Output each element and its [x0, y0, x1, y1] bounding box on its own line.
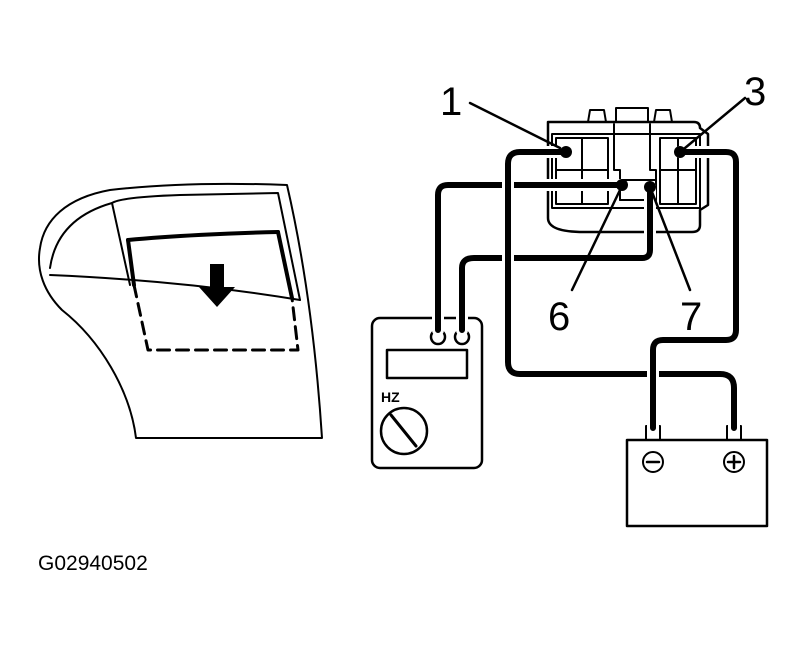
wire-pin1-to-battery-plus	[502, 146, 740, 434]
pin-label-6: 6	[548, 295, 570, 339]
leader-pin-3	[683, 96, 747, 150]
car-rear-door-icon	[38, 182, 323, 439]
terminal-pin-3	[674, 146, 686, 158]
terminal-pin-6	[616, 179, 628, 191]
frequency-meter-icon	[370, 316, 484, 470]
terminal-pin-1	[560, 146, 572, 158]
leader-pin-1	[468, 101, 562, 150]
pin-label-7: 7	[680, 295, 702, 339]
minus-terminal-icon	[642, 451, 664, 473]
battery-icon	[625, 425, 769, 528]
meter-mode-label: HZ	[381, 389, 400, 405]
leader-pin-7	[650, 190, 692, 292]
wire-pin3-to-battery-minus	[647, 146, 742, 434]
figure-code: G02940502	[38, 552, 148, 575]
pin-label-1: 1	[440, 80, 462, 124]
wire-pin6-to-meter	[432, 179, 626, 336]
connector-icon	[546, 107, 710, 234]
down-arrow-icon	[199, 264, 235, 307]
pin-label-3: 3	[744, 70, 766, 114]
leader-pin-6	[570, 188, 622, 292]
wire-pin7-to-meter	[456, 181, 656, 336]
plus-terminal-icon	[723, 451, 745, 473]
terminal-pin-7	[644, 181, 656, 193]
